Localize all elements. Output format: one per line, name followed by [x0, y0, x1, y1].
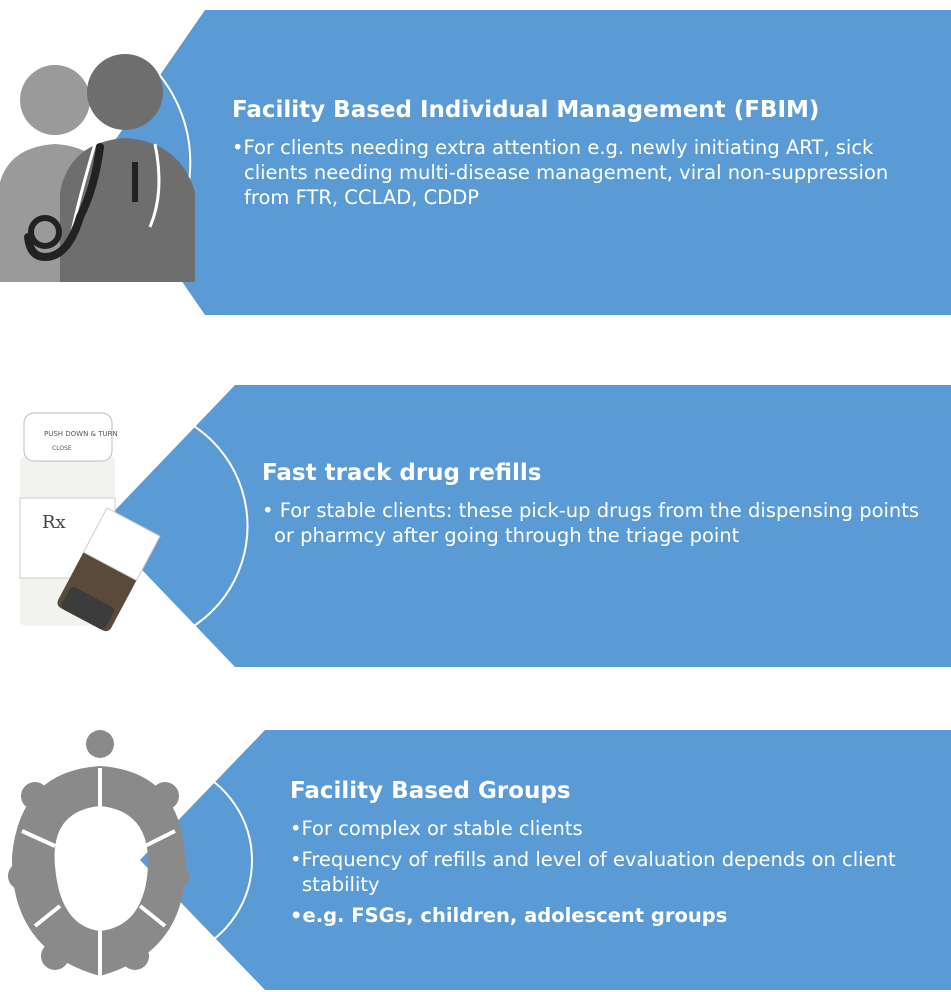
panel-fast-track-content: Fast track drug refills • For stable cli… [262, 458, 932, 554]
panel-groups: Facility Based Groups •For complex or st… [0, 718, 951, 992]
panel-fast-track: Rx PUSH DOWN & TURN CLOSE Fast track dru… [0, 380, 951, 670]
panel-title: Facility Based Individual Management (FB… [232, 97, 820, 123]
panel-groups-shape [140, 730, 951, 990]
panel-fbim: Facility Based Individual Management (FB… [0, 0, 951, 320]
cap-label: PUSH DOWN & TURN [44, 430, 118, 438]
bullet-item: •For clients needing extra attention e.g… [232, 136, 889, 209]
cap-label-small: CLOSE [52, 445, 72, 452]
bullet-item: •e.g. FSGs, children, adolescent groups [290, 904, 728, 927]
panel-title: Facility Based Groups [290, 778, 571, 804]
group-circle-icon [8, 730, 189, 976]
bullet-item: •For complex or stable clients [290, 817, 583, 840]
panel-title: Fast track drug refills [262, 460, 542, 486]
rx-label: Rx [42, 512, 66, 533]
panel-groups-content: Facility Based Groups •For complex or st… [290, 776, 940, 934]
panel-fbim-content: Facility Based Individual Management (FB… [232, 95, 932, 216]
bullet-item: •Frequency of refills and level of evalu… [290, 848, 896, 896]
pill-bottles-icon: Rx PUSH DOWN & TURN CLOSE [19, 412, 161, 632]
panel-fast-track-shape [100, 385, 951, 667]
doctor-patient-icon [0, 54, 195, 282]
bullet-item: • For stable clients: these pick-up drug… [262, 499, 920, 547]
